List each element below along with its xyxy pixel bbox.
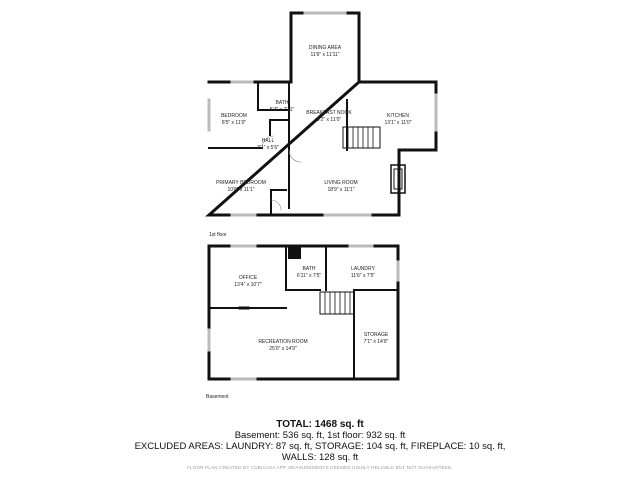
disclaimer: FLOOR PLAN CREATED BY CUBICASA APP. MEAS… [187,465,453,470]
dining-name: DINING AREA [309,45,342,51]
bath-name: BATH [276,100,289,106]
office-name: OFFICE [239,275,258,281]
hall-name: HALL [262,138,275,144]
windows-first-floor [207,11,438,217]
kitchen-name: KITCHEN [387,113,409,119]
living-name: LIVING ROOM [324,180,357,186]
excluded-areas: EXCLUDED AREAS: LAUNDRY: 87 sq. ft, STOR… [134,441,506,452]
stairs-first-floor [342,126,381,149]
kitchen-dims: 13'1" x 11'0" [384,120,411,126]
breakfast-dims: 9'2" x 11'0" [317,117,341,123]
doors-first-floor [261,135,302,211]
living-dims: 18'9" x 11'1" [327,187,354,193]
basement-outer-walls [207,244,400,381]
first-floor-interior-walls [208,81,348,216]
primary-name: PRIMARY BEDROOM [216,180,266,186]
recreation-name: RECREATION ROOM [258,339,307,345]
first-floor-plan [205,11,438,217]
basement-label: Basement [206,394,229,400]
fireplace [390,164,406,194]
basement-bath-dims: 6'11" x 7'5" [297,273,321,279]
total-area: TOTAL: 1468 sq. ft [276,419,364,430]
hall-dims: 3'1" x 5'6" [257,145,279,151]
bath-dims: 5'4" x 7'11" [270,107,294,113]
stairs-basement [319,291,355,315]
chimney-block [288,247,301,259]
area-summary: TOTAL: 1468 sq. ft Basement: 536 sq. ft,… [0,419,640,471]
floor-areas: Basement: 536 sq. ft, 1st floor: 932 sq.… [234,430,406,441]
primary-dims: 10'8" x 11'1" [227,187,254,193]
recreation-dims: 25'0" x 14'9" [269,346,297,352]
dining-dims: 11'6" x 11'11" [310,52,339,58]
breakfast-name: BREAKFAST NOOK [306,110,352,116]
bedroom-name: BEDROOM [221,113,247,119]
storage-name: STORAGE [364,332,389,338]
laundry-name: LAUNDRY [351,266,375,272]
basement-plan [207,244,400,381]
office-dims: 13'4" x 10'7" [234,282,262,288]
storage-dims: 7'1" x 14'9" [364,339,389,345]
bedroom-dims: 8'5" x 11'0" [222,120,246,126]
windows-basement [207,244,400,381]
walls-area: WALLS: 128 sq. ft [281,452,359,463]
first-floor-label: 1st floor [209,232,227,238]
laundry-dims: 11'6" x 7'5" [351,273,375,279]
basement-bath-name: BATH [303,266,316,272]
